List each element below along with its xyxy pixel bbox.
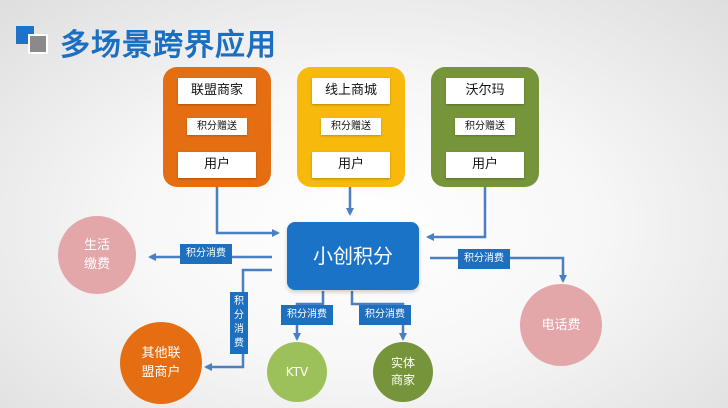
points-gift-label: 积分赠送 <box>321 118 381 135</box>
points-gift-label: 积分赠送 <box>187 118 247 135</box>
user-label: 用户 <box>178 152 256 178</box>
tag-points-consume-left: 积分消费 <box>180 244 232 264</box>
tag-points-consume-right: 积分消费 <box>458 249 510 269</box>
target-ktv: KTV <box>267 342 327 402</box>
tag-points-consume-vertical: 积分消费 <box>230 292 248 354</box>
tag-points-consume-bottom-left: 积分消费 <box>281 305 333 325</box>
target-phone-fee: 电话费 <box>520 284 602 366</box>
source-title: 沃尔玛 <box>446 78 524 104</box>
user-label: 用户 <box>312 152 390 178</box>
center-points-box: 小创积分 <box>287 222 419 290</box>
target-other-merchants: 其他联 盟商户 <box>120 322 202 404</box>
target-physical-merchants: 实体 商家 <box>373 342 433 402</box>
page-title: 多场景跨界应用 <box>60 28 277 63</box>
source-box-alliance-merchants: 联盟商家 积分赠送 用户 <box>163 67 271 187</box>
source-title: 联盟商家 <box>178 78 256 104</box>
target-life-fee: 生活 缴费 <box>58 216 136 294</box>
source-box-walmart: 沃尔玛 积分赠送 用户 <box>431 67 539 187</box>
source-title: 线上商城 <box>312 78 390 104</box>
points-gift-label: 积分赠送 <box>455 118 515 135</box>
tag-points-consume-bottom-right: 积分消费 <box>359 305 411 325</box>
user-label: 用户 <box>446 152 524 178</box>
source-box-online-mall: 线上商城 积分赠送 用户 <box>297 67 405 187</box>
arrow-green-to-center <box>426 187 487 241</box>
arrow-orange-to-center <box>215 187 280 237</box>
title-logo-square-gray <box>28 34 48 54</box>
